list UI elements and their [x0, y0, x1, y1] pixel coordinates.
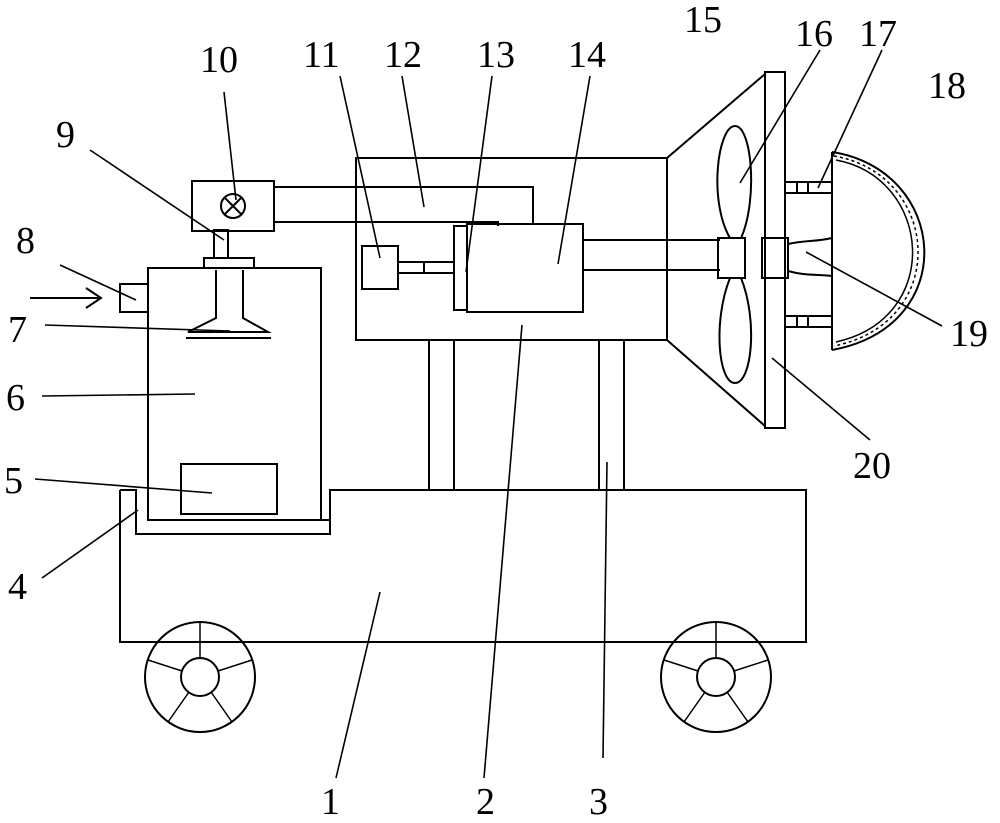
- label-1: 1: [321, 781, 340, 823]
- label-16: 16: [795, 13, 833, 55]
- small-motor: [361, 245, 399, 290]
- label-19: 19: [950, 313, 988, 355]
- label-11: 11: [303, 34, 340, 76]
- main-housing: [355, 157, 668, 341]
- connecting-pipe: [274, 186, 534, 226]
- label-2: 2: [476, 781, 495, 823]
- motor-shaft: [398, 261, 454, 274]
- inlet-pipe: [119, 283, 149, 313]
- label-14: 14: [568, 34, 606, 76]
- label-17: 17: [859, 13, 897, 55]
- label-12: 12: [384, 34, 422, 76]
- dome-cover: [831, 151, 926, 351]
- label-7: 7: [8, 309, 27, 351]
- support-legs: [428, 340, 625, 490]
- pipe-flange: [203, 257, 255, 269]
- label-15: 15: [684, 0, 722, 41]
- valve-icon: [220, 193, 246, 219]
- right-wheel: [660, 621, 772, 733]
- fan-frame: [764, 71, 786, 429]
- flared-duct: [666, 71, 766, 429]
- label-20: 20: [853, 445, 891, 487]
- label-10: 10: [200, 39, 238, 81]
- label-4: 4: [8, 566, 27, 608]
- mounting-rods: [785, 181, 832, 328]
- cart-base: [119, 489, 807, 643]
- pump-box: [180, 463, 278, 515]
- spray-funnel: [187, 270, 272, 333]
- label-13: 13: [477, 34, 515, 76]
- part-labels: 1 2 3 4 5 6 7 8 9 10 11 12 13 14 15 16 1…: [4, 0, 988, 823]
- fan-blades: [716, 124, 789, 385]
- left-wheel: [144, 621, 256, 733]
- label-3: 3: [589, 781, 608, 823]
- inlet-arrow-icon: [30, 287, 103, 309]
- label-6: 6: [6, 377, 25, 419]
- label-9: 9: [56, 114, 75, 156]
- drive-shaft: [583, 239, 720, 271]
- label-5: 5: [4, 460, 23, 502]
- cart-base-left-lip: [120, 489, 331, 535]
- leader-lines: [34, 49, 943, 779]
- main-motor: [466, 223, 584, 313]
- label-18: 18: [928, 65, 966, 107]
- push-plate: [453, 225, 468, 311]
- label-8: 8: [16, 220, 35, 262]
- nozzle-connector: [787, 237, 833, 277]
- valve-body: [191, 180, 275, 232]
